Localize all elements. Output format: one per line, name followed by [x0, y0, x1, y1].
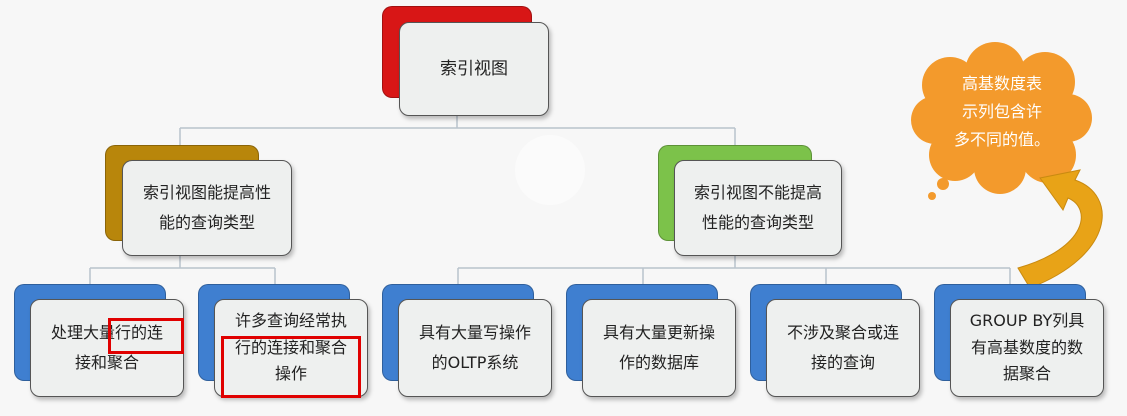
- leaf-node-box: GROUP BY列具 有高基数度的数 据聚合: [950, 299, 1104, 397]
- leaf-label-line2: 作的数据库: [618, 353, 699, 372]
- leaf-node-4: 具有大量更新操 作的数据库: [566, 284, 738, 398]
- callout-line3: 多不同的值。: [953, 130, 1050, 149]
- branch-label-line1: 索引视图不能提高: [693, 182, 822, 202]
- branch-label-line1: 索引视图能提高性: [142, 182, 271, 202]
- branch-label-line2: 性能的查询类型: [701, 213, 814, 232]
- leaf-label-line2: 接和聚合: [74, 353, 139, 372]
- leaf-node-box: 具有大量更新操 作的数据库: [582, 299, 736, 397]
- leaf-label-line2: 行的连接和聚合: [234, 337, 347, 357]
- leaf-label-line1: 许多查询经常执: [234, 311, 347, 331]
- branch-node-not-improves: 索引视图不能提高 性能的查询类型: [658, 145, 844, 257]
- branch-node-not-improves-box: 索引视图不能提高 性能的查询类型: [674, 160, 842, 256]
- leaf-node-6: GROUP BY列具 有高基数度的数 据聚合: [934, 284, 1106, 398]
- leaf-label-line1: 处理大量行的连: [50, 322, 163, 342]
- highlight-box-1: [108, 318, 184, 354]
- leaf-label-line2: 接的查询: [810, 353, 875, 372]
- leaf-label-line2: 的OLTP系统: [431, 353, 519, 372]
- leaf-node-5: 不涉及聚合或连 接的查询: [750, 284, 922, 398]
- root-node: 索引视图: [382, 6, 550, 116]
- leaf-label-line1: 不涉及聚合或连: [786, 322, 899, 342]
- leaf-node-2: 许多查询经常执 行的连接和聚合 操作: [198, 284, 370, 398]
- leaf-node-box: 处理大量行的连 接和聚合: [30, 299, 184, 397]
- branch-node-improves-box: 索引视图能提高性 能的查询类型: [122, 160, 292, 256]
- leaf-label-line3: 据聚合: [1002, 364, 1051, 384]
- callout-line1: 高基数度表: [961, 74, 1042, 93]
- root-node-box: 索引视图: [399, 22, 549, 116]
- leaf-label-line2: 有高基数度的数: [970, 337, 1083, 357]
- leaf-label-line1: 具有大量更新操: [602, 322, 715, 342]
- leaf-node-3: 具有大量写操作 的OLTP系统: [382, 284, 554, 398]
- leaf-label-line3: 操作: [274, 364, 307, 384]
- leaf-label-line1: GROUP BY列具: [969, 311, 1085, 331]
- root-node-label: 索引视图: [440, 58, 508, 79]
- leaf-label-line1: 具有大量写操作: [418, 322, 531, 342]
- branch-node-improves: 索引视图能提高性 能的查询类型: [105, 145, 293, 257]
- cloud-shape: [911, 42, 1092, 200]
- highlight-box-2: [221, 336, 361, 398]
- play-button[interactable]: [515, 135, 585, 205]
- cloud-callout: 高基数度表 示列包含许 多不同的值。: [918, 70, 1086, 154]
- leaf-node-box: 不涉及聚合或连 接的查询: [766, 299, 920, 397]
- leaf-node-box: 具有大量写操作 的OLTP系统: [398, 299, 552, 397]
- curved-arrow: [1017, 169, 1103, 289]
- leaf-node-1: 处理大量行的连 接和聚合: [14, 284, 186, 398]
- callout-line2: 示列包含许: [961, 102, 1042, 121]
- branch-label-line2: 能的查询类型: [158, 213, 255, 232]
